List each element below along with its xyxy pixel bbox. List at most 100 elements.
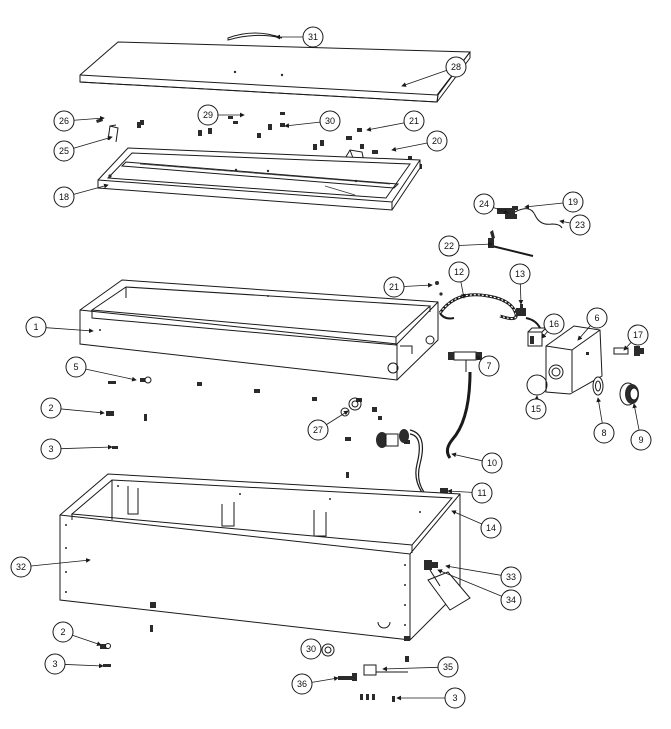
callout-35: 35 xyxy=(382,656,459,678)
part-15-ring xyxy=(526,374,548,396)
callout-leader-line xyxy=(445,564,502,576)
part-28-lid-panel xyxy=(79,41,471,103)
callout-20: 20 xyxy=(391,130,448,152)
callout-5: 5 xyxy=(65,356,137,382)
callout-number: 35 xyxy=(443,662,453,672)
callout-28: 28 xyxy=(401,56,467,87)
callout-circle xyxy=(500,589,522,611)
callout-22: 22 xyxy=(438,235,493,257)
callout-circle xyxy=(445,56,467,78)
callout-circle xyxy=(438,235,460,257)
part-27-ring xyxy=(348,397,362,411)
callout-circle xyxy=(319,110,341,132)
callout-leader-line xyxy=(64,663,104,669)
callout-leader-line xyxy=(493,207,509,214)
callout-17: 17 xyxy=(623,324,649,351)
callout-circle xyxy=(291,673,313,695)
callout-circle xyxy=(53,110,75,132)
callout-circle xyxy=(25,316,47,338)
callout-leader-line xyxy=(30,558,91,567)
callout-29: 29 xyxy=(197,104,245,126)
part-19-23-24-sensor xyxy=(497,206,563,229)
callout-number: 27 xyxy=(313,425,323,435)
callout-circle xyxy=(53,186,75,208)
callout-leader-line xyxy=(72,634,102,646)
callout-number: 3 xyxy=(48,444,53,454)
callout-circle xyxy=(509,263,531,285)
callout-circle xyxy=(630,429,652,451)
part-12-hose xyxy=(438,293,518,321)
callout-circle xyxy=(403,110,425,132)
callout-circle xyxy=(10,556,32,578)
callout-leader-line xyxy=(284,121,321,128)
callout-leader-line xyxy=(73,183,109,195)
callout-number: 20 xyxy=(432,136,442,146)
callout-leader-line xyxy=(401,69,447,87)
callout-1: 1 xyxy=(25,316,94,338)
callout-number: 15 xyxy=(531,404,541,414)
callout-leader-line xyxy=(391,142,428,152)
callout-circle xyxy=(627,324,649,346)
part-6-control-box xyxy=(545,325,604,396)
callout-leader-line xyxy=(518,283,524,305)
callout-7: 7 xyxy=(475,355,500,377)
callout-number: 22 xyxy=(444,241,454,251)
callout-3: 3 xyxy=(44,653,104,675)
callout-circle xyxy=(569,214,591,236)
callout-circle xyxy=(562,191,584,213)
callout-leader-line xyxy=(85,368,137,382)
callout-leader-line xyxy=(541,331,548,339)
callout-leader-line xyxy=(403,282,433,288)
callout-circle xyxy=(593,422,615,444)
callout-number: 13 xyxy=(515,269,525,279)
callout-leader-line xyxy=(437,569,502,597)
callout-23: 23 xyxy=(559,214,591,236)
part-7-fitting xyxy=(448,351,482,372)
part-18-cover-frame xyxy=(97,147,421,211)
callout-leader-line xyxy=(73,135,113,149)
callout-leader-line xyxy=(451,510,482,525)
callout-number: 36 xyxy=(297,679,307,689)
callout-21: 21 xyxy=(383,276,433,298)
callout-leader-line xyxy=(632,403,640,431)
callout-leader-line xyxy=(447,488,473,494)
callout-number: 8 xyxy=(601,428,606,438)
callout-circle xyxy=(444,687,466,709)
hardware-bottom xyxy=(100,625,409,702)
part-25-bracket xyxy=(107,124,119,143)
callout-leader-line xyxy=(60,444,113,450)
hardware-middle xyxy=(106,376,410,478)
part-13-valve xyxy=(516,304,541,329)
callout-3: 3 xyxy=(40,438,113,460)
callout-number: 29 xyxy=(203,110,213,120)
callout-2: 2 xyxy=(52,621,102,646)
callout-leader-line xyxy=(559,219,571,225)
callout-9: 9 xyxy=(630,403,652,451)
callout-circle xyxy=(525,398,547,420)
callout-24: 24 xyxy=(473,193,509,215)
callout-30: 30 xyxy=(300,638,322,660)
callout-leader-line xyxy=(311,676,339,683)
callout-31: 31 xyxy=(275,26,324,48)
callout-circle xyxy=(473,193,495,215)
callout-leader-line xyxy=(460,281,466,299)
callout-32: 32 xyxy=(10,556,91,578)
callout-2: 2 xyxy=(40,397,105,419)
part-33-34-side-bracket xyxy=(424,560,471,611)
callout-number: 11 xyxy=(477,488,486,498)
callout-number: 28 xyxy=(451,62,461,72)
callout-circle xyxy=(478,355,500,377)
callout-number: 2 xyxy=(48,403,53,413)
callout-leader-line xyxy=(577,325,591,341)
callout-number: 3 xyxy=(52,659,57,669)
callout-circle xyxy=(543,313,565,335)
callout-leader-line xyxy=(458,241,493,247)
callout-number: 23 xyxy=(575,220,585,230)
callout-21: 21 xyxy=(366,110,425,132)
callout-number: 33 xyxy=(506,572,516,582)
callout-8: 8 xyxy=(593,397,615,444)
callout-27: 27 xyxy=(307,410,349,441)
